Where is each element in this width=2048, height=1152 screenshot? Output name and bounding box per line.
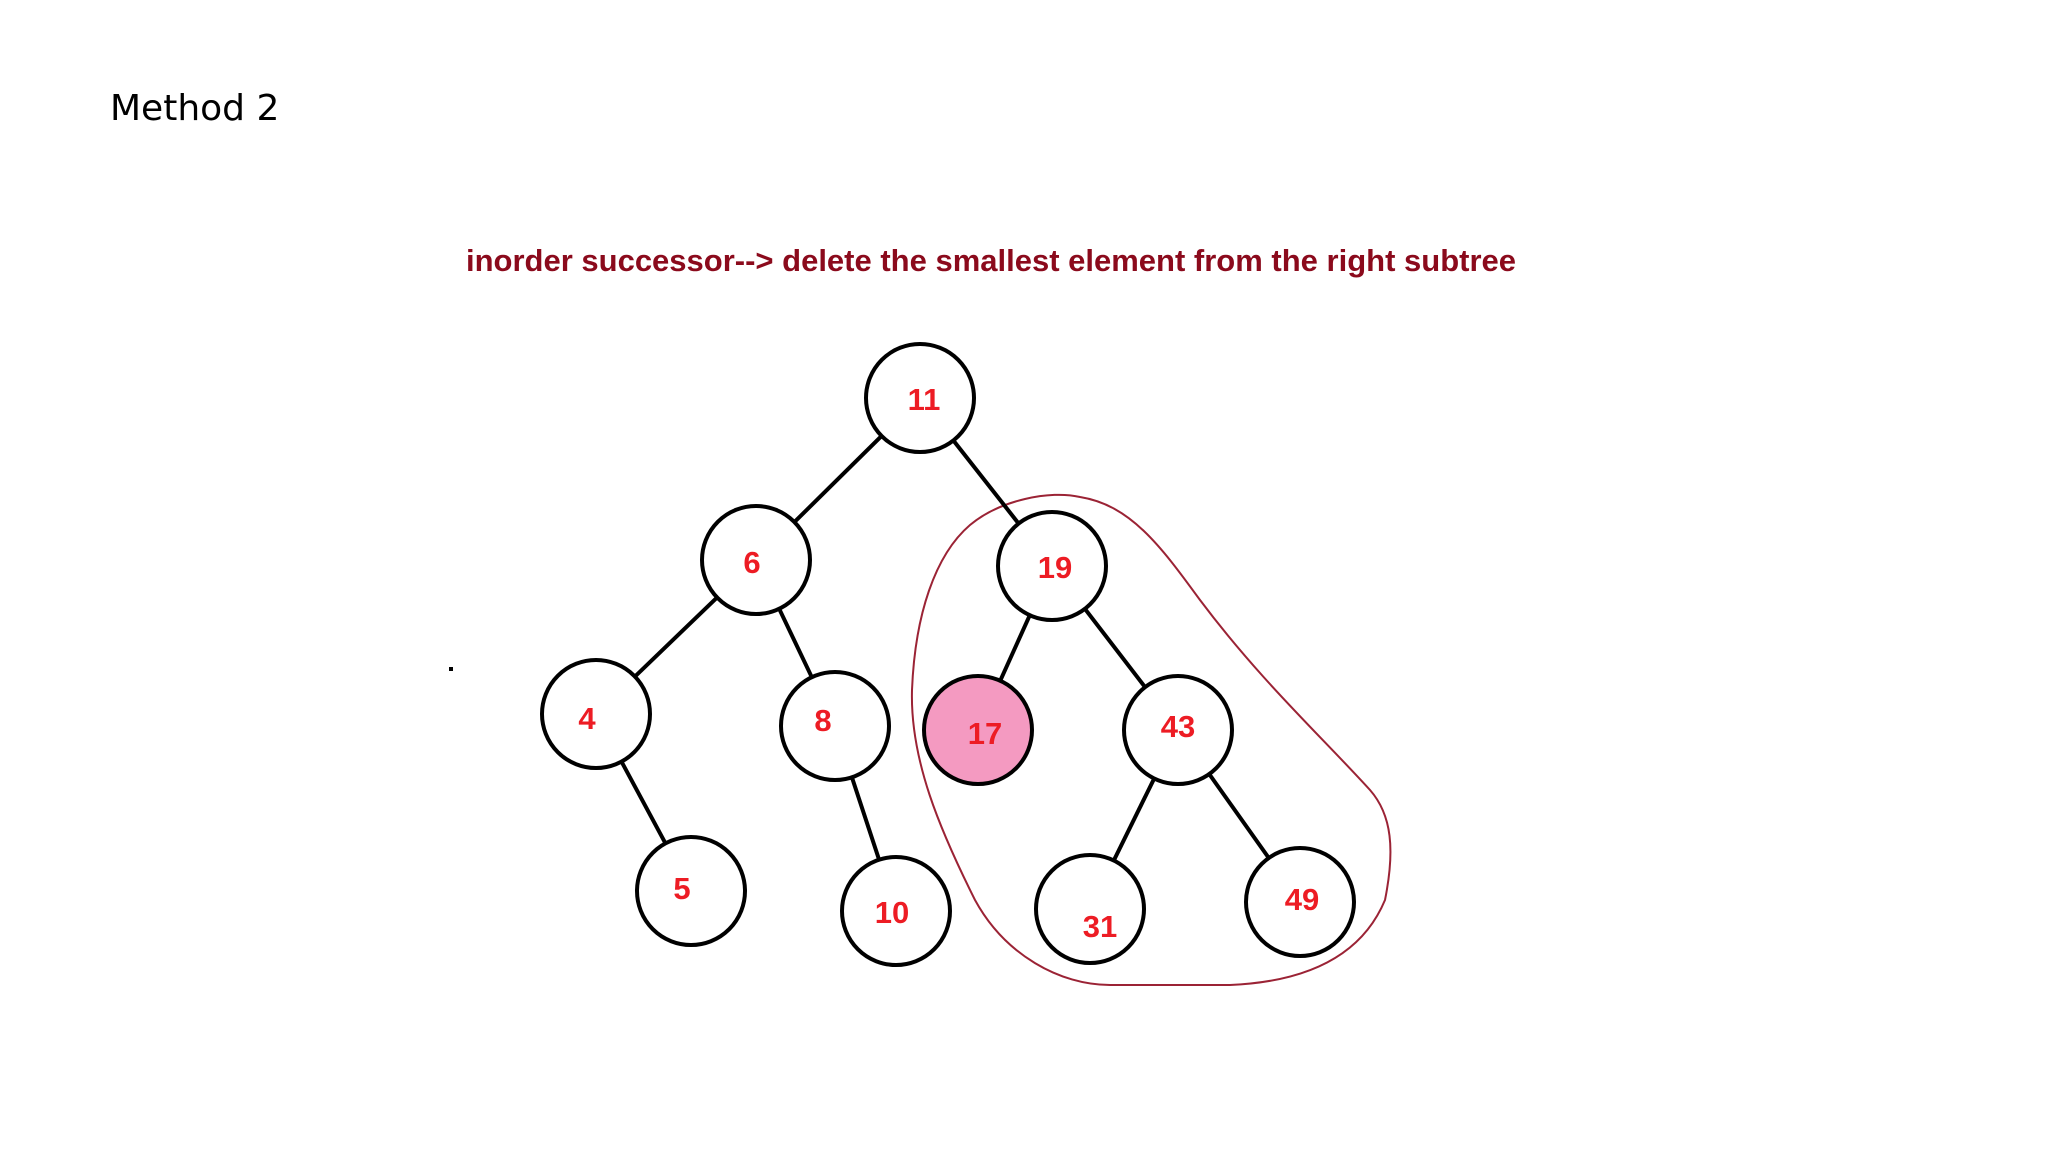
edge-43-31: [1112, 777, 1156, 862]
tree-edges: [619, 434, 1271, 862]
node-circle: [1244, 846, 1356, 958]
tree-nodes: 11 6 19 4 8 17 43 5 10 31 49: [540, 342, 1356, 967]
node-circle: [864, 342, 976, 454]
tree-node-49: 49: [1244, 846, 1356, 958]
node-circle: [635, 835, 747, 947]
right-subtree-outline: [910, 493, 1392, 986]
node-label: 11: [908, 382, 941, 417]
node-label: 19: [1038, 550, 1072, 585]
node-circle: [700, 504, 812, 616]
node-label: 10: [875, 895, 909, 930]
slide-title: Method 2: [110, 88, 280, 129]
tree-node-6: 6: [700, 504, 812, 616]
edge-6-8: [777, 607, 814, 679]
node-label: 31: [1083, 909, 1117, 944]
edge-4-5: [619, 760, 668, 845]
node-label: 49: [1285, 882, 1319, 917]
node-circle: [840, 855, 952, 967]
node-label: 5: [673, 871, 690, 906]
highlighted-node-circle: [922, 674, 1034, 786]
tree-node-43: 43: [1122, 674, 1234, 786]
edge-11-6: [792, 434, 884, 524]
edge-11-19: [951, 439, 1021, 525]
node-circle: [1122, 674, 1234, 786]
edge-6-4: [633, 595, 719, 679]
diagram-caption: inorder successor--> delete the smallest…: [466, 243, 1517, 278]
node-label: 43: [1161, 709, 1195, 744]
tree-node-19: 19: [996, 510, 1108, 622]
tree-node-4: 4: [540, 658, 652, 770]
node-circle: [779, 670, 891, 782]
node-circle: [1034, 853, 1146, 965]
edge-19-43: [1083, 607, 1147, 689]
node-label: 17: [968, 716, 1002, 751]
tree-node-5: 5: [635, 835, 747, 947]
tree-node-17: 17: [922, 674, 1034, 786]
node-circle: [996, 510, 1108, 622]
tree-node-8: 8: [779, 670, 891, 782]
edge-43-49: [1207, 772, 1271, 860]
tree-node-11: 11: [864, 342, 976, 454]
node-circle: [540, 658, 652, 770]
edge-8-10: [850, 776, 881, 861]
tree-node-10: 10: [840, 855, 952, 967]
node-label: 6: [743, 545, 760, 580]
stray-dot: [449, 667, 453, 671]
edge-19-17: [998, 614, 1032, 682]
node-label: 8: [814, 703, 831, 738]
node-label: 4: [578, 701, 596, 736]
tree-node-31: 31: [1034, 853, 1146, 965]
